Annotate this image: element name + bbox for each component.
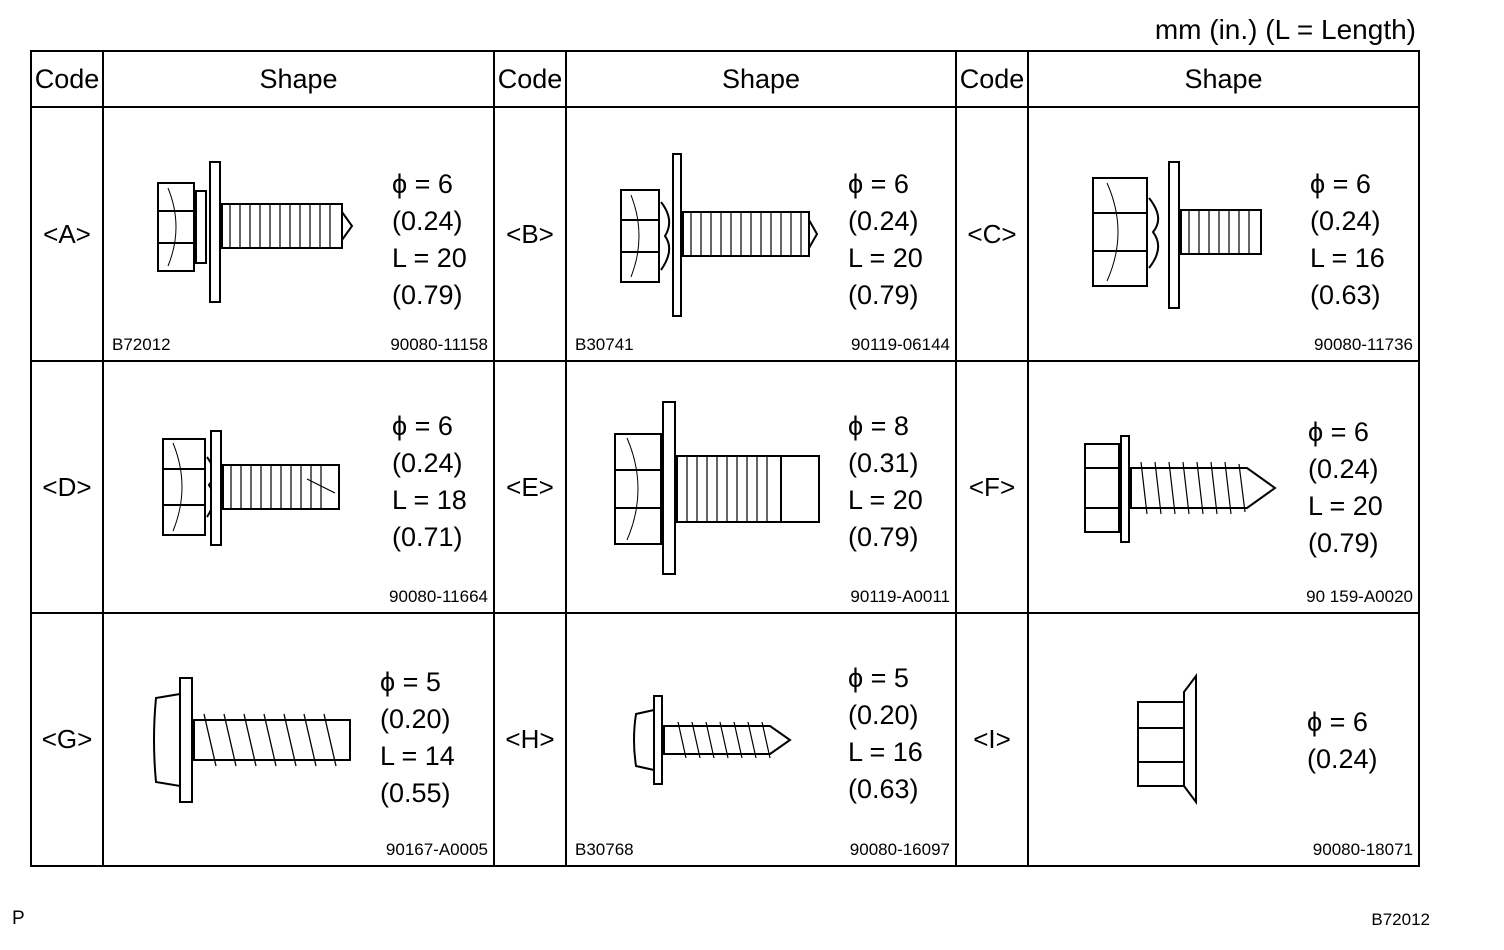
bolt-specs: ϕ = 5 (0.20) L = 14 (0.55): [380, 664, 455, 812]
bolt-reference-table: Code Shape Code Shape Code Shape <A>: [30, 50, 1420, 867]
diameter-mm: ϕ = 6: [392, 169, 453, 199]
pan-head-tapping-screw-icon: [633, 695, 792, 785]
diameter-mm: ϕ = 6: [1308, 417, 1369, 447]
length-in: (0.63): [1310, 280, 1381, 310]
diameter-in: (0.24): [392, 206, 463, 236]
bolt-shape-cell: ϕ = 8 (0.31) L = 20 (0.79) 90119-A0011: [565, 360, 957, 614]
diameter-in: (0.20): [380, 704, 451, 734]
diameter-mm: ϕ = 5: [848, 663, 909, 693]
length-mm: L = 14: [380, 741, 455, 771]
diameter-mm: ϕ = 6: [392, 411, 453, 441]
diameter-in: (0.20): [848, 700, 919, 730]
bolt-specs: ϕ = 6 (0.24) L = 20 (0.79): [392, 166, 467, 314]
hex-flange-bolt-with-washer-icon: [157, 161, 354, 303]
diameter-in: (0.24): [1308, 454, 1379, 484]
part-number: 90119-A0011: [850, 587, 950, 606]
length-in: (0.71): [392, 522, 463, 552]
bolt-specs: ϕ = 6 (0.24): [1307, 704, 1378, 778]
length-mm: L = 20: [392, 243, 467, 273]
bolt-code: <B>: [493, 106, 567, 362]
length-in: (0.55): [380, 778, 451, 808]
length-mm: L = 20: [1308, 491, 1383, 521]
code-column-header: Code: [30, 50, 104, 108]
figure-id: B30768: [575, 840, 634, 859]
bolt-shape-cell: ϕ = 5 (0.20) L = 14 (0.55) 90167-A0005: [102, 612, 495, 867]
bolt-shape-cell: ϕ = 6 (0.24) L = 18 (0.71) 90080-11664: [102, 360, 495, 614]
diameter-in: (0.24): [1307, 744, 1378, 774]
length-mm: L = 20: [848, 243, 923, 273]
table-header-row: Code Shape Code Shape Code Shape: [30, 50, 1420, 108]
length-mm: L = 16: [1310, 243, 1385, 273]
bolt-specs: ϕ = 5 (0.20) L = 16 (0.63): [848, 660, 923, 808]
hex-flange-bolt-icon: [614, 401, 820, 575]
bolt-specs: ϕ = 6 (0.24) L = 20 (0.79): [1308, 414, 1383, 562]
part-number: 90080-18071: [1312, 840, 1413, 859]
bolt-shape-cell: ϕ = 6 (0.24) L = 16 (0.63) 90080-11736: [1027, 106, 1420, 362]
diameter-in: (0.24): [1310, 206, 1381, 236]
part-number: 90080-11158: [390, 335, 488, 354]
bolt-code: <D>: [30, 360, 104, 614]
diameter-mm: ϕ = 6: [1307, 707, 1368, 737]
length-in: (0.79): [1308, 528, 1379, 558]
length-mm: L = 20: [848, 485, 923, 515]
bolt-specs: ϕ = 6 (0.24) L = 16 (0.63): [1310, 166, 1385, 314]
part-number: 90119-06144: [851, 335, 950, 354]
shape-column-header: Shape: [102, 50, 495, 108]
bolt-shape-cell: ϕ = 6 (0.24) 90080-18071: [1027, 612, 1420, 867]
length-in: (0.79): [848, 280, 919, 310]
hex-bolt-with-spring-washer-icon: [162, 430, 340, 546]
bolt-code: <F>: [955, 360, 1029, 614]
bolt-code: <E>: [493, 360, 567, 614]
length-mm: L = 18: [392, 485, 467, 515]
part-number: 90 159-A0020: [1306, 587, 1413, 606]
figure-reference: B72012: [1371, 910, 1430, 929]
flange-nut-icon: [1137, 673, 1197, 805]
length-in: (0.63): [848, 774, 919, 804]
bolt-code: <C>: [955, 106, 1029, 362]
bolt-shape-cell: ϕ = 5 (0.20) L = 16 (0.63) B30768 90080-…: [565, 612, 957, 867]
bolt-code: <G>: [30, 612, 104, 867]
length-in: (0.79): [848, 522, 919, 552]
part-number: 90080-11736: [1314, 335, 1413, 354]
bolt-code: <A>: [30, 106, 104, 362]
table-row: <A>: [30, 106, 1420, 362]
diameter-mm: ϕ = 6: [1310, 169, 1371, 199]
bolt-code: <H>: [493, 612, 567, 867]
footer-mark: P: [12, 908, 25, 929]
bolt-specs: ϕ = 6 (0.24) L = 18 (0.71): [392, 408, 467, 556]
code-column-header: Code: [955, 50, 1029, 108]
part-number: 90080-16097: [849, 840, 950, 859]
bolt-specs: ϕ = 6 (0.24) L = 20 (0.79): [848, 166, 923, 314]
code-column-header: Code: [493, 50, 567, 108]
shape-column-header: Shape: [1027, 50, 1420, 108]
diameter-in: (0.24): [392, 448, 463, 478]
diameter-in: (0.24): [848, 206, 919, 236]
figure-id: B72012: [112, 335, 171, 354]
diameter-mm: ϕ = 8: [848, 411, 909, 441]
pan-head-screw-with-washer-icon: [153, 677, 351, 803]
table-row: <G> ϕ = 5 (0.20) L = 14 (0.55): [30, 612, 1420, 867]
part-number: 90080-11664: [389, 587, 488, 606]
bolt-code: <I>: [955, 612, 1029, 867]
diameter-mm: ϕ = 5: [380, 667, 441, 697]
figure-id: B30741: [575, 335, 634, 354]
part-number: 90167-A0005: [385, 840, 488, 859]
hex-bolt-with-spring-washer-icon: [1092, 161, 1262, 309]
diameter-in: (0.31): [848, 448, 919, 478]
units-note: mm (in.) (L = Length): [1154, 14, 1416, 45]
length-mm: L = 16: [848, 737, 923, 767]
shape-column-header: Shape: [565, 50, 957, 108]
bolt-specs: ϕ = 8 (0.31) L = 20 (0.79): [848, 408, 923, 556]
diameter-mm: ϕ = 6: [848, 169, 909, 199]
table-row: <D>: [30, 360, 1420, 614]
hex-bolt-with-washer-icon: [620, 153, 819, 317]
bolt-shape-cell: ϕ = 6 (0.24) L = 20 (0.79) B30741 90119-…: [565, 106, 957, 362]
tapping-screw-with-washer-icon: [1084, 435, 1277, 543]
length-in: (0.79): [392, 280, 463, 310]
bolt-shape-cell: ϕ = 6 (0.24) L = 20 (0.79) B72012 90080-…: [102, 106, 495, 362]
bolt-shape-cell: ϕ = 6 (0.24) L = 20 (0.79) 90 159-A0020: [1027, 360, 1420, 614]
